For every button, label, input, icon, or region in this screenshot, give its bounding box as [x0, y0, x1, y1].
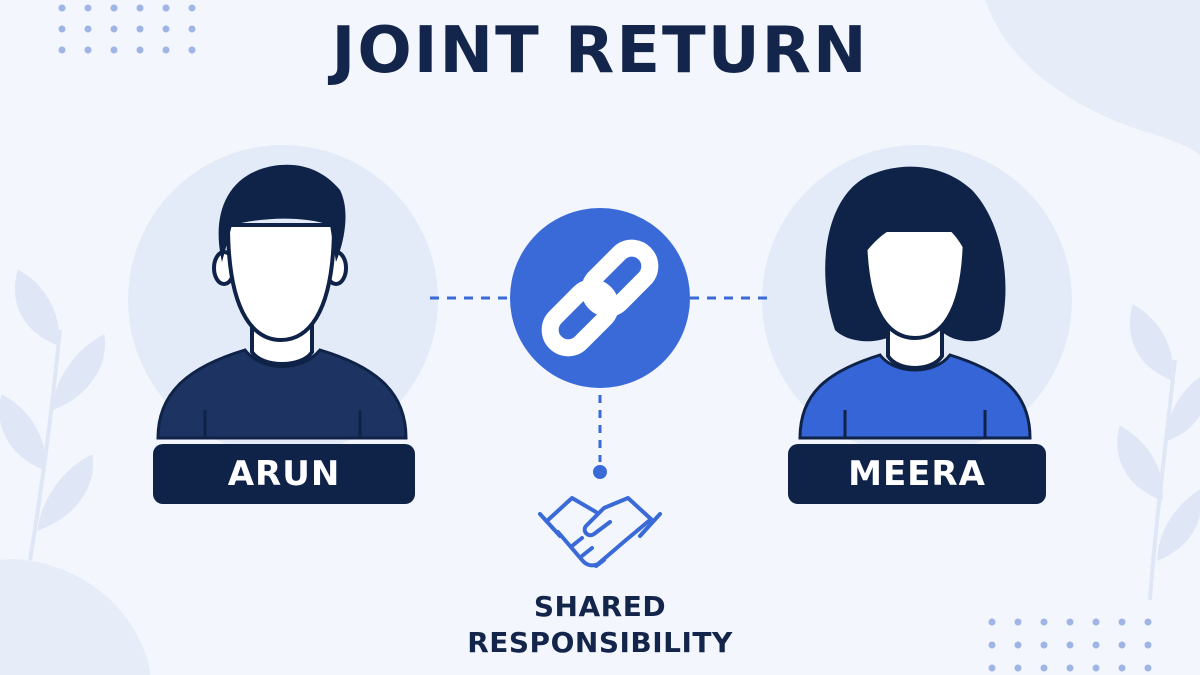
bottom-left-blob [0, 559, 150, 675]
name-badge-meera: MEERA [788, 444, 1046, 504]
caption-line-2: RESPONSIBILITY [467, 626, 733, 659]
hair-fringe-meera [860, 180, 969, 258]
hair-arun [218, 164, 346, 262]
avatar-meera [798, 166, 1032, 440]
avatar-arun [156, 164, 408, 440]
page-title: JOINT RETURN [331, 14, 869, 88]
shirt-arun [156, 348, 408, 440]
dot-grid-bottom-right [988, 618, 1152, 672]
handshake-icon [538, 496, 662, 568]
leaf-branch-right-icon [1117, 304, 1200, 601]
top-right-blob [985, 0, 1200, 155]
connector-dot [593, 465, 607, 479]
dot-grid-top-left [58, 4, 196, 54]
chain-link-icon [541, 239, 659, 357]
leaf-branch-left-icon [0, 269, 106, 561]
name-badge-arun: ARUN [153, 444, 415, 504]
caption-line-1: SHARED [533, 590, 667, 623]
